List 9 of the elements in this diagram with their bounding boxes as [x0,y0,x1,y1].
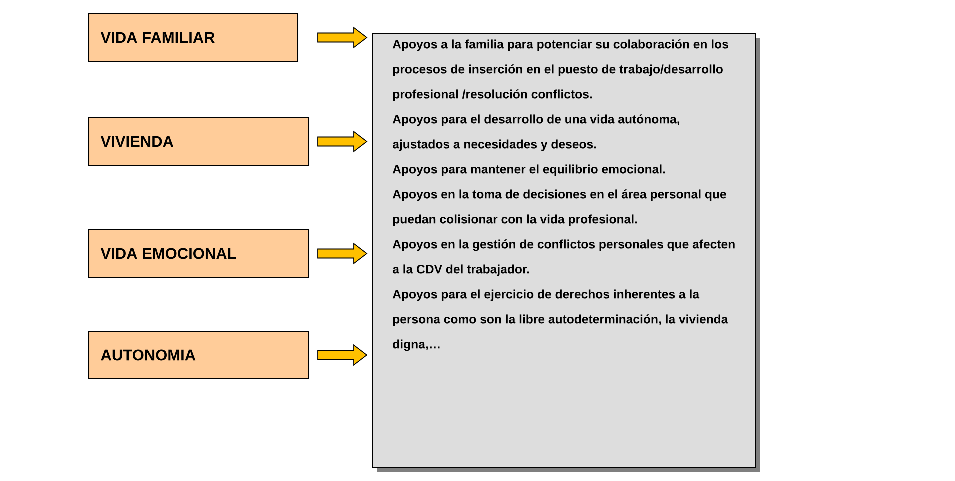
block-arrow [318,26,368,49]
label-box: VIVIENDA [88,117,310,166]
label-box: AUTONOMIA [88,331,310,380]
block-arrow [318,242,368,265]
label-box: VIDA FAMILIAR [88,13,298,62]
block-arrow [318,130,368,153]
block-arrow [318,344,368,366]
text-box: Apoyos a la familia para potenciar su colaboración en los procesos de inserción en el puesto de trabajo/desarrollo profesional /resolución conflictos. Apoyos para el desarrollo de una vida autónoma, ajustados a necesidades y deseos. Apoyos para mantener el equilibrio emocional. Apoyos en la toma de decisiones en el área personal que puedan colisionar con la vida profesional. Apoyos en la gestión de conflictos personales que afecten a la CDV del trabajador. Apoyos para el ejercicio de derechos inherentes a la persona como son la libre autodeterminación, la vivienda digna,… [372,33,760,472]
label-box: VIDA EMOCIONAL [88,229,310,278]
